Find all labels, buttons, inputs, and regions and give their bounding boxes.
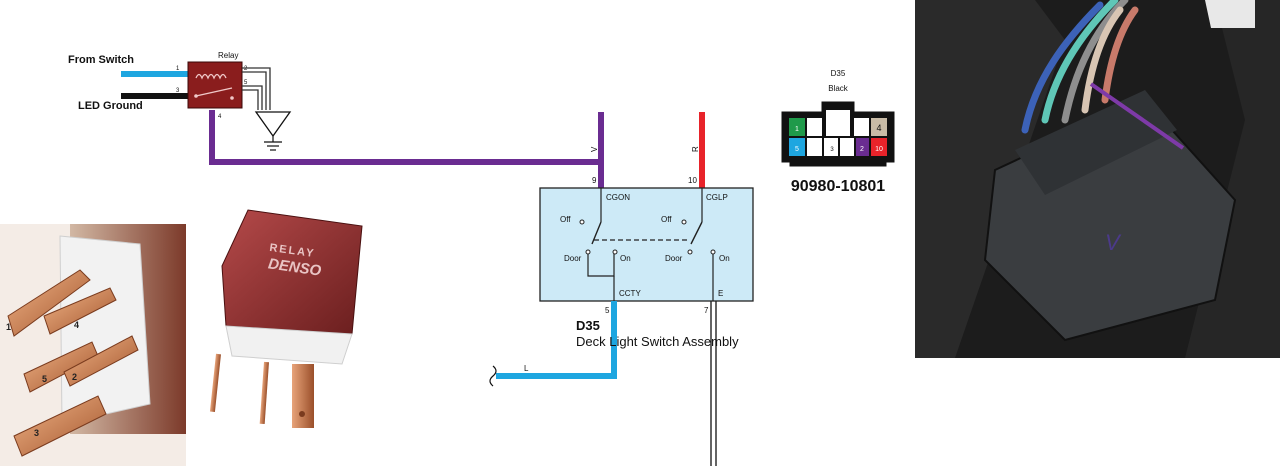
terminal-cgon: CGON [606,193,630,202]
ground-wires [242,67,271,110]
connector-photo: V [915,0,1280,358]
light-blue-wire [496,301,617,379]
pin-9: 9 [592,176,597,185]
door-left: Door [564,254,582,263]
left-switch-blade [591,221,602,245]
denso-pin-c [292,364,314,428]
terminal-cglp: CGLP [706,193,728,202]
photo-pin-4: 4 [74,320,79,330]
relay-contact [195,87,233,97]
denso-pin-a [209,353,221,412]
connector-wires [1021,0,1139,134]
connector-cavities [789,110,887,156]
denso-pin-b [259,361,269,425]
wire-code-r: R [691,146,700,152]
denso-relay-photo: RELAY DENSO [209,209,363,428]
assembly-code: D35 [576,318,600,333]
connector-face-diagram: D35 Black 1 4 5 2 10 3 90980-10801 [781,69,895,195]
wire-code-l: L [524,364,529,373]
connector-pin-1: 1 [795,126,799,133]
switch-assembly-diagram: V R 9 10 CGON CGLP Off Door On Off Door … [209,110,754,466]
off-left: Off [560,215,571,224]
photo-pin-3: 3 [34,428,39,438]
photo-pin-5: 5 [42,374,47,384]
violet-wire [209,110,604,165]
connector-code: D35 [831,69,846,78]
relay-pin-4: 4 [218,114,222,120]
relay-box [187,61,243,109]
led-ground-label: LED Ground [78,100,143,112]
relay-pin-1: 1 [176,66,180,72]
pin-5: 5 [605,306,610,315]
violet-marker-line [1089,82,1185,150]
relay-label: Relay [218,51,238,60]
connector-pin-10: 10 [875,146,883,153]
photo-pin-1: 1 [6,322,11,332]
connector-pin-5: 5 [795,146,799,153]
terminal-ccty: CCTY [619,289,641,298]
pin-7: 7 [704,306,709,315]
part-number: 90980-10801 [791,178,885,195]
connector-pin-3: 3 [830,147,834,153]
terminal-e: E [718,289,723,298]
relay-pin-5: 5 [244,80,248,86]
connector-marking: V [1105,230,1122,255]
connector-color: Black [828,84,849,93]
relay-pin-3: 3 [176,88,180,94]
pin-10: 10 [688,176,697,185]
assembly-name: Deck Light Switch Assembly [576,334,739,349]
door-right: Door [665,254,683,263]
terminal-4 [43,287,117,335]
switch-box [539,187,754,302]
terminal-2 [63,335,139,387]
wire-code-v: V [590,146,599,152]
ground-symbol [254,111,292,151]
relay-terminal-photo: 1 4 5 2 3 [0,224,186,466]
relay-wiring-schematic: From Switch LED Ground Relay 1 3 2 5 4 [68,51,292,151]
right-switch-blade [690,221,703,245]
terminal-3 [13,395,107,457]
on-left: On [620,254,631,263]
from-switch-label: From Switch [68,54,134,66]
terminal-1 [7,269,91,337]
off-right: Off [661,215,672,224]
connector-pin-4: 4 [876,123,881,133]
relay-coil [195,73,227,80]
connector-pin-9: 2 [860,146,864,153]
relay-pin-2: 2 [244,66,248,72]
on-right: On [719,254,730,263]
photo-pin-2: 2 [72,372,77,382]
